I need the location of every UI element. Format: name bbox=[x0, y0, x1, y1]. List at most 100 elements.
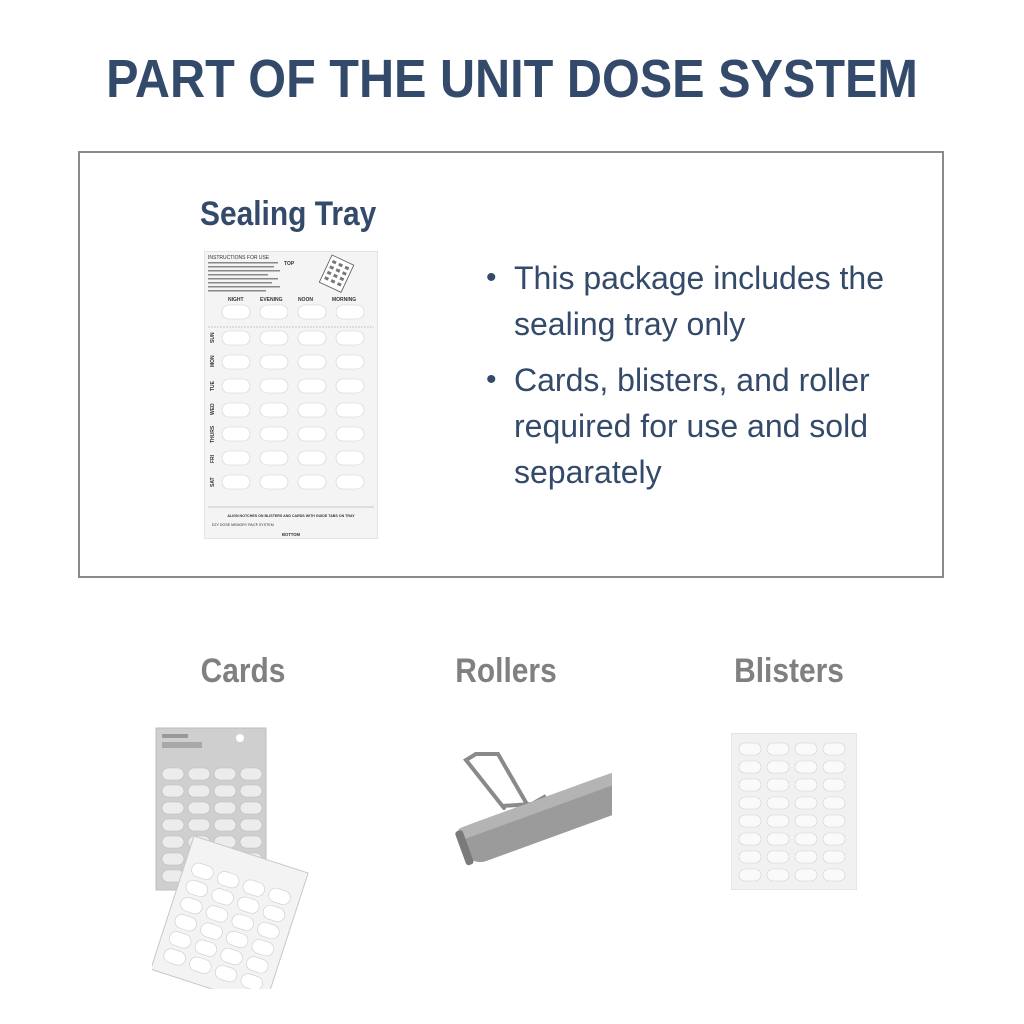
well bbox=[794, 868, 818, 882]
tray-wells bbox=[221, 304, 365, 490]
well bbox=[822, 778, 846, 792]
tray-top-label: TOP bbox=[284, 261, 295, 267]
well bbox=[242, 879, 265, 897]
well bbox=[187, 818, 211, 832]
well bbox=[221, 354, 251, 370]
tray-day-sun: SUN bbox=[210, 332, 216, 343]
well bbox=[239, 784, 263, 798]
well bbox=[268, 887, 291, 905]
well bbox=[221, 402, 251, 418]
well bbox=[794, 814, 818, 828]
well bbox=[239, 801, 263, 815]
well bbox=[259, 402, 289, 418]
well bbox=[226, 930, 249, 948]
sealing-tray-title: Sealing Tray bbox=[200, 195, 377, 233]
well bbox=[239, 835, 263, 849]
well bbox=[205, 905, 229, 923]
well bbox=[738, 778, 762, 792]
well bbox=[259, 450, 289, 466]
well bbox=[257, 922, 280, 940]
well bbox=[822, 814, 846, 828]
well bbox=[200, 922, 223, 940]
well bbox=[239, 818, 263, 832]
well bbox=[189, 956, 212, 974]
well bbox=[297, 474, 327, 490]
well bbox=[766, 832, 790, 846]
tray-col-noon: NOON bbox=[298, 297, 313, 303]
bullet-item: •This package includes the sealing tray … bbox=[486, 260, 884, 342]
well bbox=[794, 796, 818, 810]
well bbox=[187, 767, 211, 781]
well bbox=[335, 378, 365, 394]
well bbox=[221, 330, 251, 346]
tray-day-wed: WED bbox=[210, 403, 216, 415]
well bbox=[221, 450, 251, 466]
well bbox=[822, 760, 846, 774]
well bbox=[766, 760, 790, 774]
well bbox=[335, 354, 365, 370]
well bbox=[297, 330, 327, 346]
well bbox=[259, 474, 289, 490]
well bbox=[738, 814, 762, 828]
well bbox=[297, 354, 327, 370]
well bbox=[169, 931, 192, 949]
well bbox=[187, 801, 211, 815]
well bbox=[738, 850, 762, 864]
well bbox=[738, 868, 762, 882]
well bbox=[297, 304, 327, 320]
well bbox=[766, 742, 790, 756]
well bbox=[822, 868, 846, 882]
tray-bottom-label: BOTTOM bbox=[282, 532, 301, 537]
well bbox=[211, 888, 234, 906]
well bbox=[822, 832, 846, 846]
well bbox=[297, 450, 327, 466]
well bbox=[335, 330, 365, 346]
blister-wells bbox=[738, 742, 846, 882]
well bbox=[738, 760, 762, 774]
well bbox=[766, 778, 790, 792]
well bbox=[161, 852, 185, 866]
well bbox=[221, 426, 251, 442]
well bbox=[213, 801, 237, 815]
well bbox=[187, 784, 211, 798]
well bbox=[259, 426, 289, 442]
well bbox=[217, 871, 240, 889]
well bbox=[738, 796, 762, 810]
well bbox=[185, 879, 209, 898]
well bbox=[213, 818, 237, 832]
well bbox=[259, 354, 289, 370]
well bbox=[297, 402, 327, 418]
well bbox=[180, 897, 203, 915]
well bbox=[161, 818, 185, 832]
well bbox=[214, 965, 238, 983]
tray-day-fri: FRI bbox=[210, 454, 216, 463]
well bbox=[822, 850, 846, 864]
well bbox=[794, 742, 818, 756]
well bbox=[822, 796, 846, 810]
well bbox=[194, 939, 218, 957]
tray-col-evening: EVENING bbox=[260, 297, 283, 303]
well bbox=[259, 304, 289, 320]
well bbox=[766, 868, 790, 882]
well bbox=[174, 914, 197, 932]
well bbox=[297, 378, 327, 394]
roller-product-image bbox=[455, 752, 612, 866]
well bbox=[163, 948, 186, 966]
tray-col-night: NIGHT bbox=[228, 297, 244, 303]
well bbox=[335, 474, 365, 490]
well bbox=[240, 973, 263, 989]
well bbox=[213, 767, 237, 781]
well bbox=[213, 784, 237, 798]
well bbox=[221, 474, 251, 490]
well bbox=[246, 956, 269, 974]
tray-day-mon: MON bbox=[210, 355, 216, 367]
card-front-wells bbox=[163, 862, 291, 989]
well bbox=[766, 814, 790, 828]
well bbox=[237, 896, 260, 914]
well bbox=[221, 378, 251, 394]
well bbox=[220, 947, 243, 966]
cards-product-image bbox=[152, 727, 309, 989]
tray-day-sat: SAT bbox=[210, 477, 216, 487]
tray-day-tue: TUE bbox=[210, 380, 216, 391]
well bbox=[335, 402, 365, 418]
